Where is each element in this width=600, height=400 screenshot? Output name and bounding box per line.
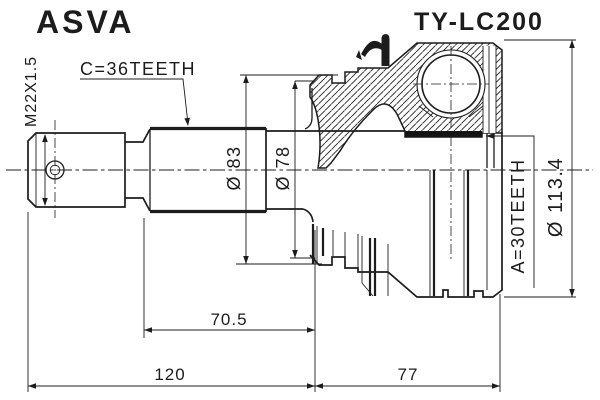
- part-number: TY-LC200: [414, 8, 544, 36]
- dim-70-5: 70.5: [210, 310, 247, 329]
- outer-spline-teeth-label: C=36TEETH: [80, 59, 196, 79]
- inner-spline-bore: [405, 131, 482, 138]
- snap-ring-clip: [356, 34, 390, 66]
- thread-size-label: M22X1.5: [23, 56, 40, 127]
- labels: ASVA TY-LC200 M22X1.5 C=36TEETH Ø 83 Ø 7…: [23, 4, 567, 384]
- dimension-lines: [27, 39, 576, 392]
- diameter-83-label: Ø 83: [224, 145, 244, 190]
- housing-exterior-bottom: [309, 132, 503, 298]
- outer-diameter-label: Ø 113.4: [545, 157, 567, 237]
- dim-120: 120: [154, 365, 185, 384]
- diameter-78-label: Ø 78: [273, 145, 293, 190]
- dim-77: 77: [398, 365, 419, 384]
- inner-spline-teeth-label: A=30TEETH: [508, 158, 528, 273]
- outer-spline-cylinder: [149, 88, 405, 223]
- threaded-stub-shaft: [27, 120, 151, 218]
- brand-logo: ASVA: [36, 4, 135, 40]
- snap-ring-groove: [483, 46, 496, 133]
- ball-bearing: [405, 46, 495, 262]
